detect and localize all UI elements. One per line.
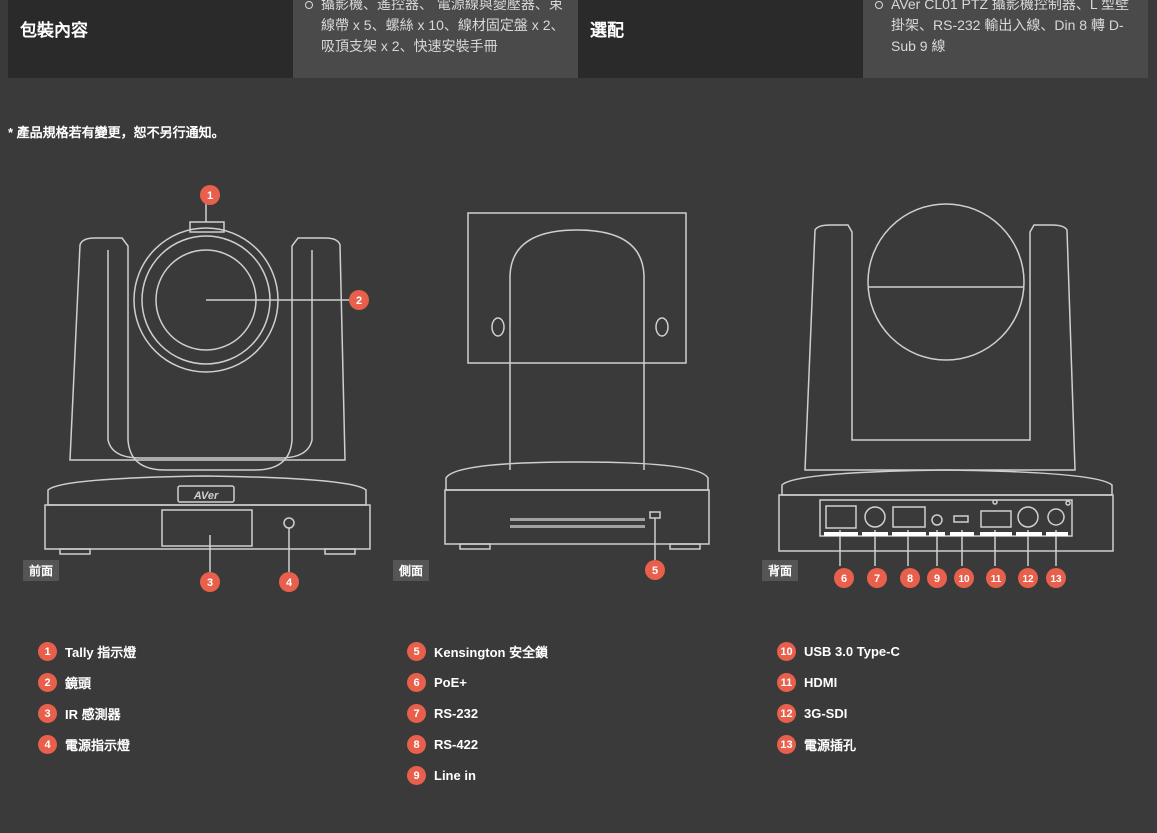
- legend-badge: 2: [38, 673, 57, 692]
- svg-text:3: 3: [207, 577, 213, 589]
- legend-label: RS-422: [434, 737, 479, 752]
- legend-badge: 13: [777, 735, 796, 754]
- callout-3: 3: [200, 572, 220, 592]
- legend-label: Line in: [434, 768, 476, 783]
- legend-badge: 6: [407, 673, 426, 692]
- svg-text:7: 7: [874, 573, 880, 585]
- legend-item: 12 3G-SDI: [777, 698, 900, 729]
- legend-label: 電源插孔: [804, 738, 857, 753]
- legend-badge: 9: [407, 766, 426, 785]
- legend-item: 7 RS-232: [407, 698, 548, 729]
- legend-badge: 5: [407, 642, 426, 661]
- callout-6: 6: [834, 568, 854, 588]
- back-port-strip: [824, 532, 1068, 536]
- callout-4: 4: [279, 572, 299, 592]
- legend-item: 4 電源指示燈: [38, 729, 136, 760]
- callout-11: 11: [986, 568, 1006, 588]
- brand-logo: AVer: [193, 490, 219, 502]
- legend-badge: 12: [777, 704, 796, 723]
- legend-badge: 11: [777, 673, 796, 692]
- legend-label: 電源指示燈: [65, 738, 131, 753]
- legend-label: RS-232: [434, 706, 479, 721]
- legend-label: PoE+: [434, 675, 467, 690]
- option-contents-cell: AVer CL01 PTZ 攝影機控制器、L 型壁掛架、RS-232 輸出入線、…: [863, 0, 1148, 78]
- callout-5: 5: [645, 560, 665, 580]
- side-view-drawing: [444, 212, 710, 560]
- callout-7: 7: [867, 568, 887, 588]
- legend-item: 6 PoE+: [407, 667, 548, 698]
- spec-table: 包裝內容 攝影機、遙控器、 電源線與變壓器、束線帶 x 5、螺絲 x 10、線材…: [8, 0, 1148, 78]
- legend-badge: 1: [38, 642, 57, 661]
- callout-2: 2: [349, 290, 369, 310]
- option-list: AVer CL01 PTZ 攝影機控制器、L 型壁掛架、RS-232 輸出入線、…: [873, 0, 1142, 57]
- side-view-label: 側面: [393, 560, 430, 581]
- legend-badge: 7: [407, 704, 426, 723]
- legend-label: IR 感測器: [65, 707, 121, 722]
- svg-text:6: 6: [841, 573, 847, 585]
- legend-badge: 3: [38, 704, 57, 723]
- legend-item: 1 Tally 指示燈: [38, 636, 136, 667]
- svg-text:8: 8: [907, 573, 913, 585]
- legend-item: 8 RS-422: [407, 729, 548, 760]
- legend-badge: 4: [38, 735, 57, 754]
- legend-item: 13 電源插孔: [777, 729, 900, 760]
- svg-text:9: 9: [934, 573, 940, 585]
- package-heading: 包裝內容: [20, 21, 88, 40]
- callout-9: 9: [927, 568, 947, 588]
- svg-text:10: 10: [958, 574, 970, 585]
- legend-column-3: 10 USB 3.0 Type-C 11 HDMI 12 3G-SDI 13 電源插孔: [777, 636, 900, 760]
- side-vent-grille: [510, 518, 645, 528]
- callout-badges: 1 2 3 4 5 6 7 8 9 10 11 12 13: [200, 185, 1066, 592]
- legend-label: USB 3.0 Type-C: [804, 644, 900, 659]
- legend-label: 鏡頭: [65, 676, 92, 691]
- front-view-drawing: [44, 203, 371, 572]
- legend-column-1: 1 Tally 指示燈 2 鏡頭 3 IR 感測器 4 電源指示燈: [38, 636, 136, 760]
- svg-text:12: 12: [1022, 574, 1034, 585]
- package-heading-cell: 包裝內容: [8, 0, 293, 78]
- option-heading: 選配: [590, 21, 624, 40]
- legend-label: Tally 指示燈: [65, 645, 137, 660]
- svg-text:13: 13: [1050, 574, 1062, 585]
- legend-label: 3G-SDI: [804, 706, 848, 721]
- legend-label: Kensington 安全鎖: [434, 645, 549, 660]
- back-view-drawing: [778, 203, 1114, 566]
- svg-text:4: 4: [286, 577, 293, 589]
- svg-text:11: 11: [991, 574, 1002, 585]
- legend-item: 5 Kensington 安全鎖: [407, 636, 548, 667]
- legend-badge: 10: [777, 642, 796, 661]
- legend-item: 2 鏡頭: [38, 667, 136, 698]
- front-view-label: 前面: [23, 560, 60, 581]
- callout-10: 10: [954, 568, 974, 588]
- legend-item: 10 USB 3.0 Type-C: [777, 636, 900, 667]
- option-heading-cell: 選配: [578, 0, 863, 78]
- callout-13: 13: [1046, 568, 1066, 588]
- camera-diagram: AVer 1 2 3 4 5 6 7 8 9 10 11 12 13: [44, 185, 1114, 592]
- legend-item: 9 Line in: [407, 760, 548, 791]
- svg-text:5: 5: [652, 565, 658, 577]
- spec-notice: * 產品規格若有變更，恕不另行通知。: [8, 125, 225, 140]
- svg-text:1: 1: [207, 190, 213, 202]
- callout-1: 1: [200, 185, 220, 205]
- legend-item: 11 HDMI: [777, 667, 900, 698]
- legend-item: 3 IR 感測器: [38, 698, 136, 729]
- callout-12: 12: [1018, 568, 1038, 588]
- legend-badge: 8: [407, 735, 426, 754]
- callout-8: 8: [900, 568, 920, 588]
- package-contents-cell: 攝影機、遙控器、 電源線與變壓器、束線帶 x 5、螺絲 x 10、線材固定盤 x…: [293, 0, 578, 78]
- option-item: AVer CL01 PTZ 攝影機控制器、L 型壁掛架、RS-232 輸出入線、…: [873, 0, 1142, 57]
- package-list: 攝影機、遙控器、 電源線與變壓器、束線帶 x 5、螺絲 x 10、線材固定盤 x…: [303, 0, 572, 57]
- package-item: 攝影機、遙控器、 電源線與變壓器、束線帶 x 5、螺絲 x 10、線材固定盤 x…: [303, 0, 572, 57]
- svg-text:2: 2: [356, 295, 362, 307]
- back-view-label: 背面: [762, 560, 799, 581]
- legend-label: HDMI: [804, 675, 838, 690]
